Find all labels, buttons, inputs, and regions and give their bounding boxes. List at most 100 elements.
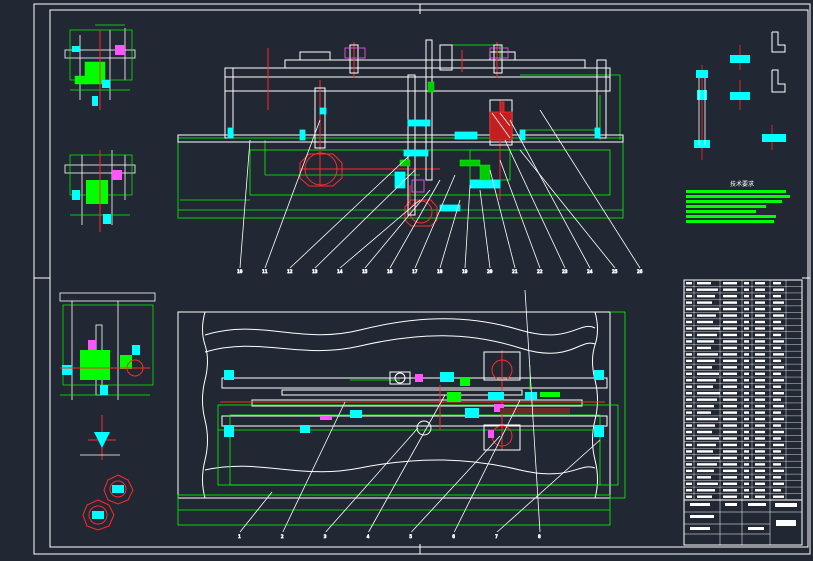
parts-cell: [755, 443, 765, 447]
parts-cell: [755, 320, 765, 324]
leader-label: 26: [637, 269, 643, 275]
parts-cell: [686, 327, 692, 330]
section-view-b: [64, 150, 136, 232]
parts-cell: [744, 340, 749, 343]
parts-cell: [773, 301, 784, 304]
leader-line: [314, 169, 416, 269]
parts-cell: [697, 372, 719, 375]
leader-line: [264, 119, 321, 269]
parts-cell: [744, 398, 749, 401]
leader-line: [411, 435, 501, 533]
parts-cell: [723, 417, 737, 421]
parts-cell: [773, 372, 781, 375]
parts-cell: [744, 456, 749, 460]
parts-cell: [755, 346, 765, 350]
parts-cell: [697, 398, 717, 401]
parts-cell: [744, 404, 749, 408]
leader-label: 25: [612, 269, 618, 275]
technical-notes: 技术要求: [686, 180, 790, 223]
leader-label: 8: [538, 534, 541, 540]
parts-cell: [773, 424, 781, 427]
parts-cell: [686, 320, 692, 324]
parts-cell: [744, 476, 749, 479]
parts-cell: [773, 443, 784, 447]
parts-cell: [744, 301, 749, 304]
parts-cell: [773, 392, 784, 395]
parts-cell: [697, 437, 719, 440]
parts-cell: [744, 463, 749, 466]
parts-cell: [723, 282, 737, 285]
parts-cell: [697, 282, 711, 285]
parts-cell: [723, 359, 737, 363]
parts-cell: [755, 469, 765, 473]
parts-cell: [755, 314, 765, 317]
parts-cell: [744, 385, 749, 388]
notes-title: 技术要求: [730, 180, 754, 188]
parts-cell: [723, 294, 737, 298]
parts-cell: [686, 333, 692, 337]
leader-line: [524, 289, 541, 533]
parts-cell: [697, 456, 720, 460]
parts-cell: [723, 333, 737, 337]
parts-cell: [755, 282, 765, 285]
leader-line: [496, 439, 601, 533]
parts-cell: [773, 463, 781, 466]
parts-cell: [755, 385, 765, 388]
plan-view-assembly: [177, 311, 626, 526]
parts-cell: [744, 379, 749, 382]
parts-cell: [755, 288, 765, 291]
leader-line: [289, 154, 411, 269]
parts-cell: [723, 392, 737, 395]
parts-cell: [697, 489, 715, 492]
parts-cell: [773, 340, 784, 343]
parts-cell: [686, 489, 692, 492]
parts-cell: [755, 392, 765, 395]
parts-cell: [697, 346, 711, 350]
parts-cell: [723, 307, 737, 311]
parts-cell: [744, 327, 749, 330]
leader-line: [389, 179, 441, 269]
leader-line: [282, 401, 346, 533]
parts-cell: [744, 392, 749, 395]
section-view-c: [59, 292, 156, 400]
parts-cell: [755, 489, 765, 492]
parts-cell: [755, 430, 765, 434]
leader-line: [464, 184, 471, 269]
parts-cell: [773, 411, 781, 414]
parts-cell: [697, 294, 715, 298]
parts-cell: [723, 340, 737, 343]
leader-label: 20: [487, 269, 493, 275]
parts-cell: [744, 359, 749, 363]
parts-cell: [697, 327, 720, 330]
parts-cell: [773, 437, 781, 440]
detail-views-right: [694, 31, 786, 160]
parts-cell: [686, 476, 692, 479]
parts-cell: [686, 417, 692, 421]
parts-cell: [773, 346, 781, 350]
parts-cell: [686, 482, 692, 485]
title-block: [683, 499, 803, 546]
leader-label: 12: [287, 269, 293, 275]
parts-cell: [697, 482, 718, 485]
leader-label: 17: [412, 269, 418, 275]
leader-label: 23: [562, 269, 568, 275]
parts-cell: [755, 437, 765, 440]
parts-cell: [744, 353, 749, 356]
parts-cell: [755, 359, 765, 363]
parts-cell: [773, 456, 784, 460]
leader-label: 21: [512, 269, 518, 275]
parts-cell: [773, 476, 781, 479]
parts-cell: [686, 288, 692, 291]
parts-cell: [686, 463, 692, 466]
parts-cell: [755, 417, 765, 421]
parts-cell: [697, 288, 718, 291]
leader-label: 15: [362, 269, 368, 275]
parts-cell: [755, 476, 765, 479]
parts-cell: [697, 450, 713, 453]
leader-label: 6: [452, 534, 455, 540]
parts-cell: [755, 495, 765, 498]
parts-cell: [755, 482, 765, 485]
parts-cell: [697, 333, 717, 337]
parts-cell: [744, 437, 749, 440]
